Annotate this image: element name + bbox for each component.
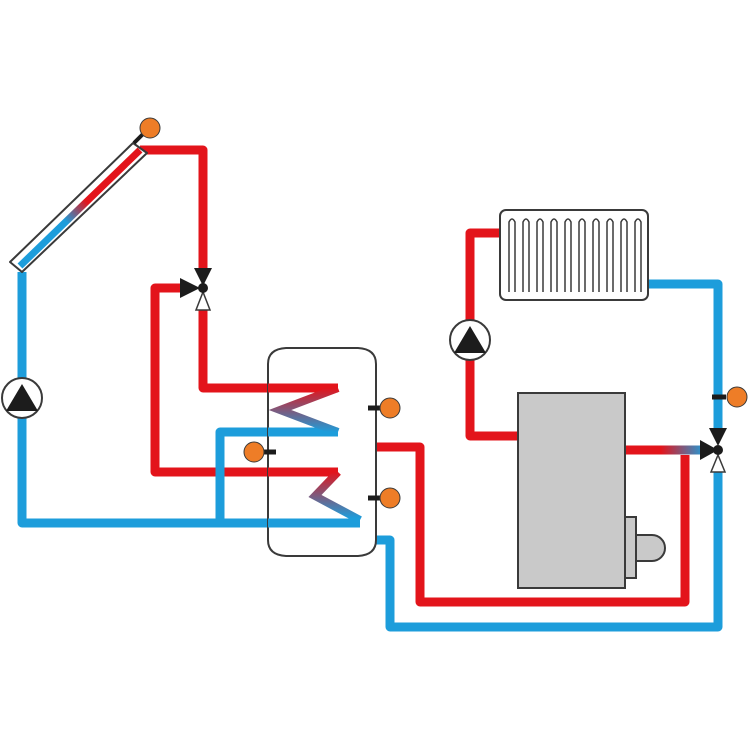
heating-three-way-valve-icon — [700, 428, 727, 473]
tank-hot-outlet-pipe — [376, 442, 690, 607]
radiator-return-pipe — [648, 279, 723, 432]
storage-tank — [267, 347, 377, 557]
radiator-fin — [620, 218, 628, 292]
solar-three-way-valve-icon — [180, 268, 212, 311]
tank-middle-sensor-icon — [243, 441, 276, 463]
solar-hot-flow-pipe — [140, 145, 208, 270]
tank-upper-sensor-icon — [368, 397, 401, 419]
collector-sensor-icon — [132, 117, 161, 145]
solar-pump-icon — [1, 377, 43, 419]
radiator-fin — [592, 218, 600, 292]
boiler-burner-icon — [624, 516, 666, 579]
radiator-fin — [634, 218, 642, 292]
tank-internal-pipes — [268, 383, 360, 528]
lower-heat-exchanger-coil — [308, 469, 362, 524]
radiator-icon — [499, 209, 649, 301]
radiator-fin — [564, 218, 572, 292]
radiator-fin — [536, 218, 544, 292]
tank-lower-sensor-icon — [368, 487, 401, 509]
radiator-fin — [508, 218, 516, 292]
valve-to-lower-coil-pipe — [150, 283, 338, 477]
radiator-fin — [550, 218, 558, 292]
pipe-network — [17, 145, 723, 632]
upper-heat-exchanger-coil — [268, 384, 340, 436]
solar-cold-return-pipe — [17, 272, 270, 528]
radiator-fin — [522, 218, 530, 292]
return-sensor-icon — [712, 386, 748, 408]
radiator-fin — [578, 218, 586, 292]
radiator-fin — [606, 218, 614, 292]
boiler-icon — [517, 392, 626, 589]
solar-collector — [9, 142, 148, 273]
tank-cold-return-pipe — [376, 466, 723, 632]
heating-pump-icon — [449, 319, 491, 361]
